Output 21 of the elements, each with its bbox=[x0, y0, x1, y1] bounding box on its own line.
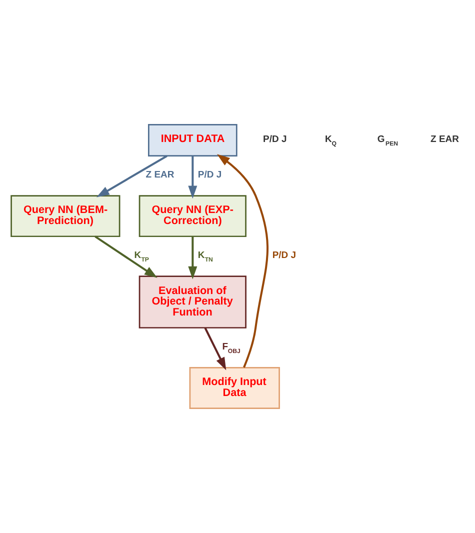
edge-label: P/D J bbox=[272, 250, 296, 262]
label: G$_{PEN}$ bbox=[377, 134, 398, 148]
label: P/D J bbox=[263, 134, 287, 146]
arrow bbox=[96, 155, 168, 198]
arrow bbox=[204, 327, 226, 370]
edge-label: F$_{OBJ}$ bbox=[222, 342, 240, 356]
node-box: Query NN (EXP-Correction) bbox=[138, 195, 246, 238]
edge-label: K$_{TN}$ bbox=[198, 250, 213, 264]
edge-label: P/D J bbox=[198, 170, 222, 181]
edge-label: Z EAR bbox=[146, 170, 174, 181]
arrow bbox=[188, 156, 198, 199]
label: K$_{Q}$ bbox=[324, 134, 336, 148]
node-box: INPUT DATA bbox=[148, 124, 238, 157]
arrow bbox=[94, 236, 158, 278]
node-box: Query NN (BEM-Prediction) bbox=[10, 195, 120, 238]
label: Z EAR bbox=[430, 134, 459, 146]
arrow bbox=[188, 236, 198, 280]
edge-label: K$_{TP}$ bbox=[134, 250, 150, 264]
node-box: Evaluation of Object / Penalty Funtion bbox=[138, 276, 246, 328]
arrow bbox=[216, 154, 268, 368]
node-box: Modify Input Data bbox=[189, 367, 280, 409]
